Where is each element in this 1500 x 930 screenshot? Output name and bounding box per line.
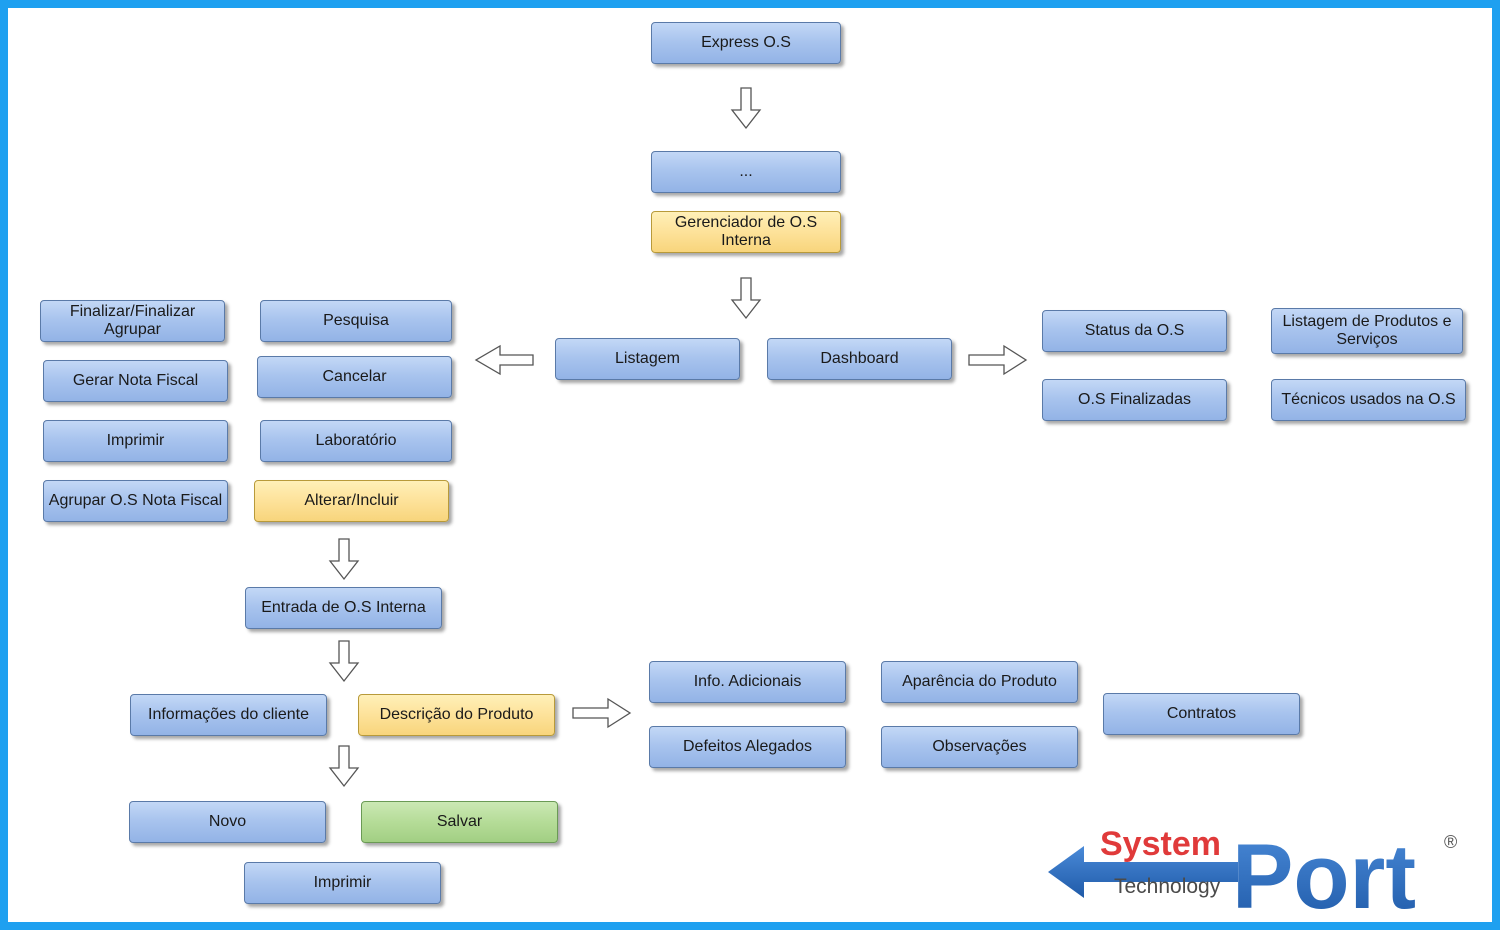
- logo-arrow-icon: [1048, 846, 1238, 898]
- node-agrupar-os-nota-fiscal[interactable]: Agrupar O.S Nota Fiscal: [43, 480, 228, 522]
- arrows-layer: [328, 87, 1028, 788]
- node-laboratorio[interactable]: Laboratório: [260, 420, 452, 462]
- logo-registered-mark: ®: [1444, 832, 1457, 852]
- node-imprimir-listagem[interactable]: Imprimir: [43, 420, 228, 462]
- arrow-right-produto: [572, 697, 632, 729]
- arrow-left: [474, 344, 534, 376]
- arrow-down-4: [328, 640, 360, 683]
- node-info-adicionais[interactable]: Info. Adicionais: [649, 661, 846, 703]
- diagram-canvas: Express O.S ... Gerenciador de O.S Inter…: [8, 8, 1492, 922]
- systemport-logo: System Technology Port ®: [1048, 826, 1457, 918]
- node-gerar-nota-fiscal[interactable]: Gerar Nota Fiscal: [43, 360, 228, 402]
- node-descricao-produto[interactable]: Descrição do Produto: [358, 694, 555, 736]
- logo-technology-text: Technology: [1114, 875, 1221, 898]
- node-dashboard[interactable]: Dashboard: [767, 338, 952, 380]
- arrow-down-1: [730, 87, 762, 130]
- node-informacoes-cliente[interactable]: Informações do cliente: [130, 694, 327, 736]
- node-status-os[interactable]: Status da O.S: [1042, 310, 1227, 352]
- node-finalizar-agrupar[interactable]: Finalizar/Finalizar Agrupar: [40, 300, 225, 342]
- node-listagem[interactable]: Listagem: [555, 338, 740, 380]
- node-defeitos-alegados[interactable]: Defeitos Alegados: [649, 726, 846, 768]
- node-observacoes[interactable]: Observações: [881, 726, 1078, 768]
- node-entrada-os-interna[interactable]: Entrada de O.S Interna: [245, 587, 442, 629]
- node-os-finalizadas[interactable]: O.S Finalizadas: [1042, 379, 1227, 421]
- node-novo[interactable]: Novo: [129, 801, 326, 843]
- arrow-down-3: [328, 538, 360, 581]
- node-aparencia-produto[interactable]: Aparência do Produto: [881, 661, 1078, 703]
- node-contratos[interactable]: Contratos: [1103, 693, 1300, 735]
- node-pesquisa[interactable]: Pesquisa: [260, 300, 452, 342]
- node-ellipsis[interactable]: ...: [651, 151, 841, 193]
- node-alterar-incluir[interactable]: Alterar/Incluir: [254, 480, 449, 522]
- node-express-os[interactable]: Express O.S: [651, 22, 841, 64]
- arrow-down-2: [730, 277, 762, 320]
- node-gerenciador-os-interna[interactable]: Gerenciador de O.S Interna: [651, 211, 841, 253]
- node-cancelar[interactable]: Cancelar: [257, 356, 452, 398]
- arrow-down-5: [328, 745, 360, 788]
- arrow-right-dashboard: [968, 344, 1028, 376]
- node-salvar[interactable]: Salvar: [361, 801, 558, 843]
- logo-port-text: Port: [1232, 826, 1416, 918]
- node-tecnicos-usados[interactable]: Técnicos usados na O.S: [1271, 379, 1466, 421]
- node-listagem-produtos-servicos[interactable]: Listagem de Produtos e Serviços: [1271, 308, 1463, 354]
- logo-system-text: System: [1100, 826, 1221, 863]
- node-imprimir-entrada[interactable]: Imprimir: [244, 862, 441, 904]
